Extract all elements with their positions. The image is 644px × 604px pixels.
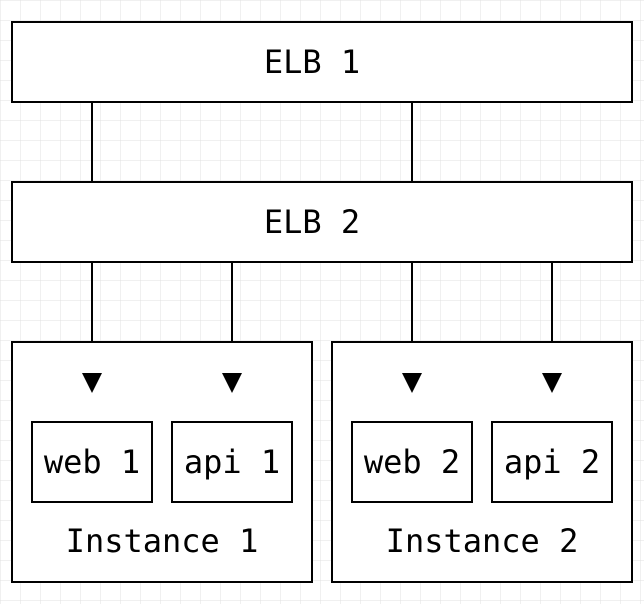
arrowhead-web2 — [402, 373, 422, 393]
arrowhead-api1 — [222, 373, 242, 393]
web-2-box — [351, 421, 473, 503]
elb1-to-elb2-connectors — [91, 102, 413, 182]
elb-1-label: ELB 1 — [264, 43, 360, 81]
elb-1-box — [11, 21, 633, 103]
instance-1-label: Instance 1 — [66, 522, 259, 560]
api-1-box — [171, 421, 293, 503]
elb-2-label: ELB 2 — [264, 203, 360, 241]
instance-2-label: Instance 2 — [386, 522, 579, 560]
arrowhead-api2 — [542, 373, 562, 393]
api-2-label: api 2 — [504, 443, 600, 481]
api-1-label: api 1 — [184, 443, 280, 481]
web-1-box — [31, 421, 153, 503]
arrowheads — [82, 373, 562, 393]
web-1-label: web 1 — [44, 443, 140, 481]
api-2-box — [491, 421, 613, 503]
web-2-label: web 2 — [364, 443, 460, 481]
elb-2-box — [11, 181, 633, 263]
arrowhead-web1 — [82, 373, 102, 393]
